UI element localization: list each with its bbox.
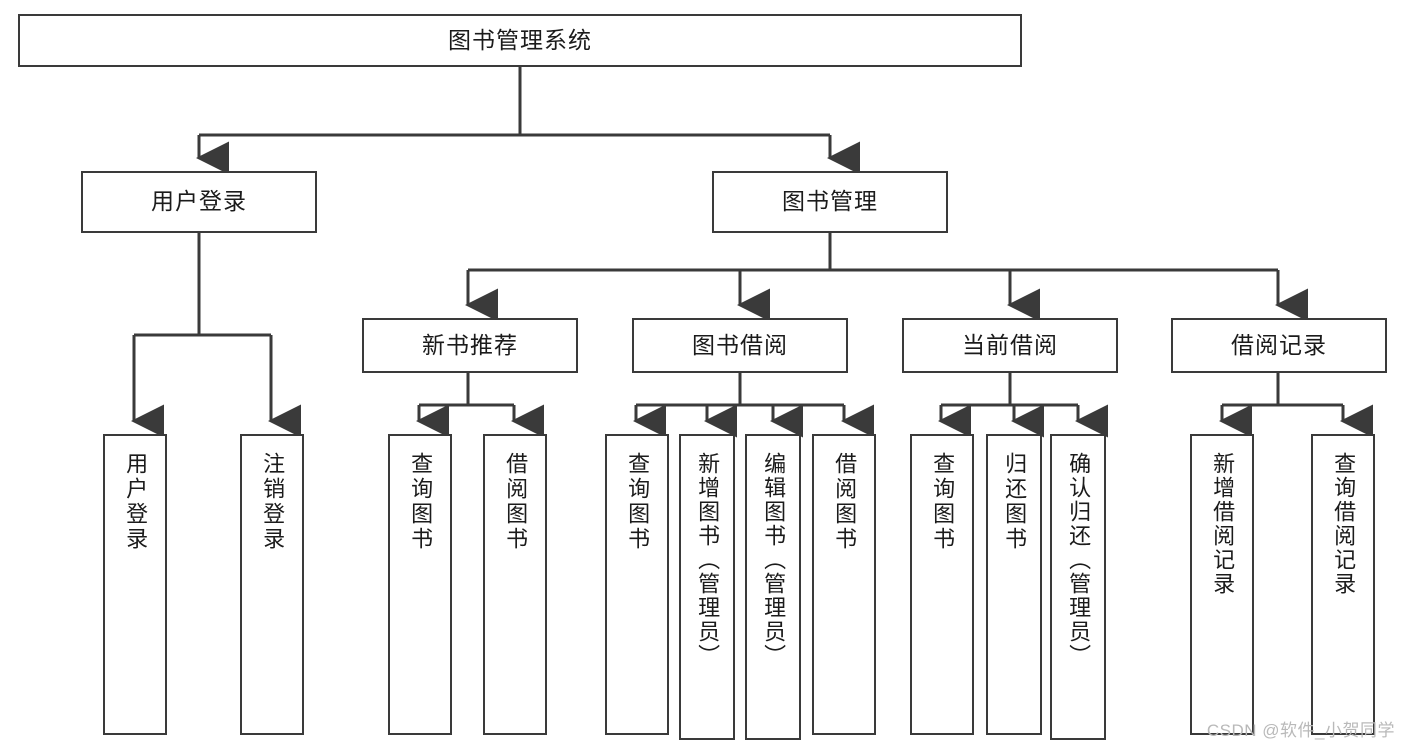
node-leaf-7[interactable]: 借阅图书 — [812, 434, 876, 735]
node-leaf-5[interactable]: 新增图书（管理员） — [679, 434, 735, 740]
node-label: 用户登录 — [123, 452, 149, 552]
node-level3-2[interactable]: 当前借阅 — [902, 318, 1118, 373]
node-label: 新增图书（管理员） — [695, 452, 721, 668]
node-leaf-2[interactable]: 查询图书 — [388, 434, 452, 735]
node-label: 查询图书 — [930, 452, 956, 552]
node-label: 编辑图书（管理员） — [761, 452, 787, 668]
node-root-system[interactable]: 图书管理系统 — [18, 14, 1022, 67]
node-leaf-9[interactable]: 归还图书 — [986, 434, 1042, 735]
node-level2-0[interactable]: 用户登录 — [81, 171, 317, 233]
node-label: 借阅图书 — [503, 452, 529, 552]
node-level3-1[interactable]: 图书借阅 — [632, 318, 848, 373]
node-leaf-0[interactable]: 用户登录 — [103, 434, 167, 735]
node-label: 查询图书 — [625, 452, 651, 552]
node-level3-3[interactable]: 借阅记录 — [1171, 318, 1387, 373]
node-leaf-4[interactable]: 查询图书 — [605, 434, 669, 735]
node-label: 归还图书 — [1002, 452, 1028, 552]
node-level2-1[interactable]: 图书管理 — [712, 171, 948, 233]
node-leaf-10[interactable]: 确认归还（管理员） — [1050, 434, 1106, 740]
csdn-watermark: CSDN @软件_小贺同学 — [1206, 721, 1395, 740]
node-leaf-1[interactable]: 注销登录 — [240, 434, 304, 735]
node-label: 借阅图书 — [832, 452, 858, 552]
node-label: 查询图书 — [408, 452, 434, 552]
node-leaf-8[interactable]: 查询图书 — [910, 434, 974, 735]
node-label: 新增借阅记录 — [1210, 452, 1236, 596]
node-leaf-11[interactable]: 新增借阅记录 — [1190, 434, 1254, 735]
node-label: 确认归还（管理员） — [1066, 452, 1092, 668]
node-leaf-3[interactable]: 借阅图书 — [483, 434, 547, 735]
node-leaf-6[interactable]: 编辑图书（管理员） — [745, 434, 801, 740]
node-label: 注销登录 — [260, 452, 286, 552]
node-leaf-12[interactable]: 查询借阅记录 — [1311, 434, 1375, 735]
node-level3-0[interactable]: 新书推荐 — [362, 318, 578, 373]
node-label: 查询借阅记录 — [1331, 452, 1357, 596]
